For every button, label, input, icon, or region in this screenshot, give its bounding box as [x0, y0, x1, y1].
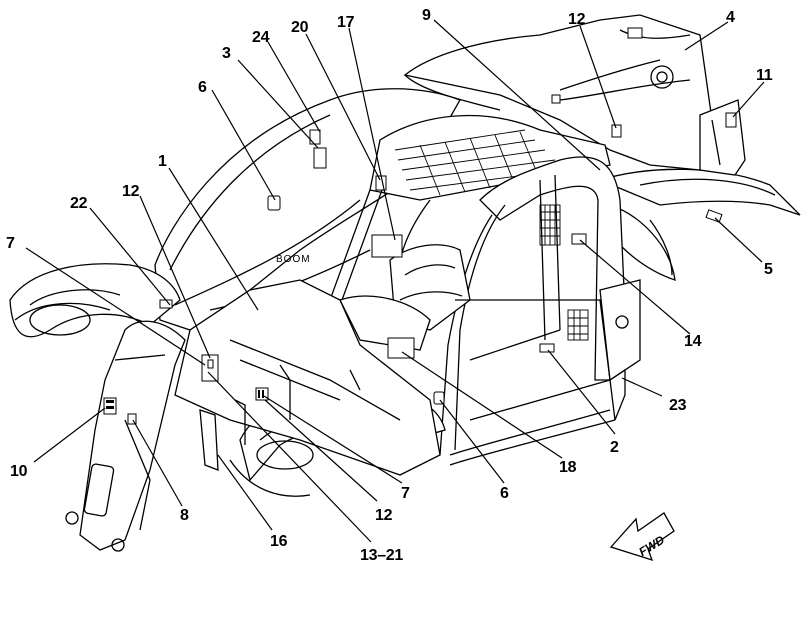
decal-2: [539, 343, 555, 353]
decal-24: [309, 129, 321, 145]
callout-8: 8: [180, 507, 189, 524]
callout-12-top: 12: [568, 11, 586, 28]
callout-7-lower: 7: [401, 485, 410, 502]
callout-5: 5: [764, 261, 773, 278]
callout-6-cab: 6: [500, 485, 509, 502]
callout-labels: 7 22 12 1 6 3 24 20 17 9 12 4 11 5 14 23…: [6, 7, 773, 564]
rear-right-body: [699, 99, 746, 176]
rear-right-lower: [609, 368, 626, 421]
boom-label: BOOM: [276, 254, 311, 265]
decal-12-top: [611, 124, 622, 138]
callout-17: 17: [337, 14, 355, 31]
callout-6-boom: 6: [198, 79, 207, 96]
decal-22: [159, 299, 173, 309]
decal-11: [725, 112, 737, 128]
rear-upper-body: [403, 14, 713, 171]
leader-lines: [25, 19, 765, 543]
callout-16: 16: [270, 533, 288, 550]
callout-24: 24: [252, 29, 270, 46]
stabilizer-arm: [65, 299, 219, 552]
callout-7-left: 7: [6, 235, 15, 252]
callout-22: 22: [70, 195, 88, 212]
callout-13-21: 13–21: [360, 547, 403, 564]
decal-5: [705, 209, 723, 223]
callout-11: 11: [756, 67, 773, 84]
callout-20: 20: [291, 19, 309, 36]
forward-direction-arrow: FWD: [609, 512, 675, 562]
decal-14: [571, 233, 587, 245]
callout-12-left: 12: [122, 183, 140, 200]
decal-8: [127, 413, 137, 425]
callout-18: 18: [559, 459, 577, 476]
decal-6-cab: [433, 391, 445, 405]
decal-4: [627, 27, 643, 39]
callout-23: 23: [669, 397, 687, 414]
decal-3: [313, 147, 327, 169]
callout-9: 9: [422, 7, 431, 24]
rear-fender-right: [598, 168, 801, 281]
callout-12-lower: 12: [375, 507, 393, 524]
callout-1: 1: [158, 153, 167, 170]
decal-17: [371, 234, 403, 258]
decal-6-boom: [267, 195, 281, 211]
callout-4: 4: [726, 9, 735, 26]
callout-10: 10: [10, 463, 28, 480]
callout-14: 14: [684, 333, 702, 350]
front-left-fender: [9, 263, 181, 361]
engine-side-panel: [449, 279, 641, 466]
chassis-frame: [174, 279, 441, 476]
decal-18: [387, 337, 415, 359]
callout-2: 2: [610, 439, 619, 456]
callout-3: 3: [222, 45, 231, 62]
